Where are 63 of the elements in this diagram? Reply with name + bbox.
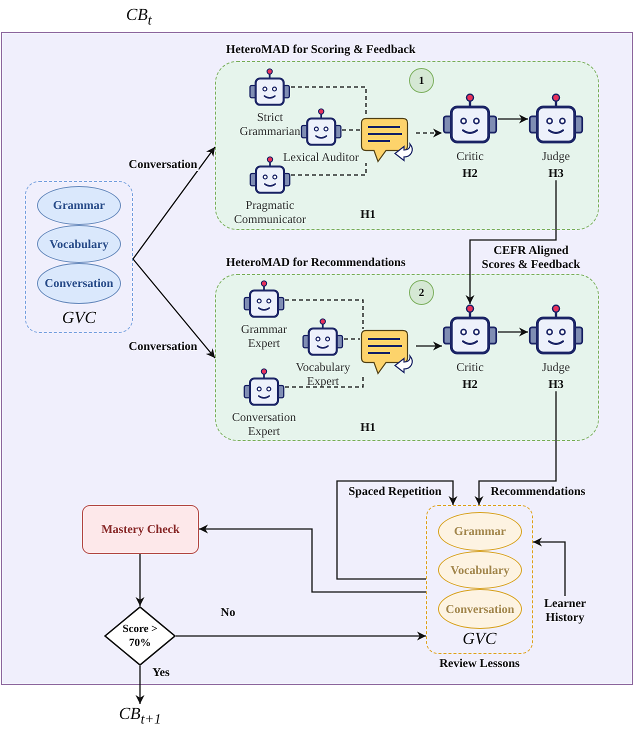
stage-label: H1	[359, 207, 377, 221]
arrow	[132, 258, 216, 358]
group-title: Review Lessons	[439, 656, 520, 670]
stage-label: H1	[359, 420, 377, 434]
topic-ellipse: Conversation	[37, 263, 121, 304]
arrow	[533, 538, 566, 596]
agent-name: Strict Grammarian	[240, 110, 300, 138]
arrow	[466, 180, 557, 304]
connector-line	[344, 338, 360, 340]
agent-code: H2	[462, 166, 478, 180]
arrow	[416, 128, 442, 138]
agent-code: H2	[462, 377, 478, 392]
connector-line	[342, 129, 360, 131]
arrow	[498, 328, 528, 336]
agent-name: Judge	[542, 149, 570, 164]
group-label: GVC	[462, 629, 496, 648]
edge-label: Yes	[151, 665, 171, 679]
arrow	[199, 524, 426, 593]
node-label: Learner History	[544, 596, 586, 624]
number-badge: 2	[409, 280, 434, 305]
topic-ellipse: Vocabulary	[438, 551, 522, 589]
speech-bubble-icon	[360, 117, 416, 163]
arrow	[132, 146, 216, 260]
arrow	[176, 632, 426, 640]
group-title: HeteroMAD for Recommendations	[226, 255, 406, 269]
arrow	[416, 342, 442, 350]
agent-name: Judge	[542, 360, 570, 374]
speech-bubble-icon	[360, 329, 416, 375]
edge-label: No	[220, 605, 236, 619]
number-badge: 1	[409, 68, 434, 93]
edge-label: Conversation	[128, 339, 198, 353]
arrow	[336, 480, 458, 580]
topic-ellipse: Vocabulary	[37, 225, 121, 263]
arrow	[136, 666, 144, 704]
agent-code: H3	[548, 377, 564, 392]
process-box: Mastery Check	[82, 505, 199, 554]
arrow	[498, 114, 528, 124]
edge-label: Conversation	[128, 157, 198, 171]
agent-name: Lexical Auditor	[283, 150, 359, 164]
agent-name: Pragmatic Communicator	[234, 198, 306, 226]
frame-title: CB$_{t}$	[126, 5, 152, 30]
topic-ellipse: Grammar	[438, 512, 522, 551]
connector-line	[285, 375, 364, 388]
dashed-group-box	[25, 181, 133, 333]
agent-code: H3	[548, 166, 564, 180]
group-title: HeteroMAD for Scoring & Feedback	[226, 42, 416, 56]
topic-ellipse: Conversation	[438, 589, 522, 629]
connector-line	[291, 163, 367, 176]
connector-line	[285, 299, 364, 329]
decision-diamond: Score > 70%	[104, 606, 176, 666]
connector-line	[291, 86, 367, 117]
agent-name: Vocabulary Expert	[296, 360, 350, 388]
topic-ellipse: Grammar	[37, 186, 121, 225]
group-label: GVC	[62, 308, 96, 327]
edge-label: Spaced Repetition	[348, 484, 442, 498]
arrow	[474, 391, 557, 505]
output-label: CB$_{t+1}$	[118, 704, 162, 729]
agent-name: Grammar Expert	[241, 322, 287, 350]
agent-name: Critic	[456, 149, 484, 164]
arrow	[136, 554, 144, 606]
agent-name: Critic	[456, 360, 484, 374]
agent-name: Conversation Expert	[232, 410, 296, 438]
edge-label: Recommendations	[490, 484, 586, 498]
